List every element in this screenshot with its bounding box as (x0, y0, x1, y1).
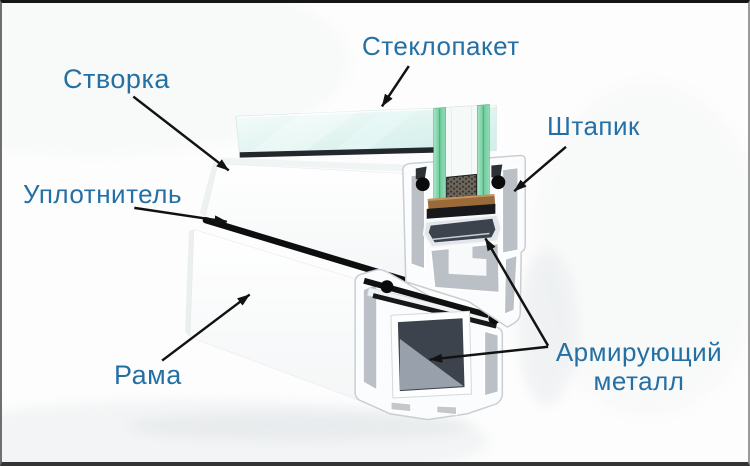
frame-steel-square (390, 310, 472, 399)
label-frame: Рама (114, 360, 182, 390)
arrow-glazing-bead (513, 145, 567, 193)
arrow-reinforcement-sash (484, 237, 550, 347)
label-reinforcing-metal-line2: металл (593, 366, 685, 397)
glazing-gasket-right (491, 175, 506, 190)
label-seal: Уплотнитель (23, 179, 182, 209)
frame-gasket-dot (380, 280, 394, 294)
label-glass-unit: Стеклопакет (362, 31, 520, 61)
arrow-seal (134, 206, 228, 225)
sash-cross-section (402, 104, 526, 328)
background-shading (2, 3, 748, 462)
arrow-reinforcement-frame (429, 345, 549, 363)
label-sash: Створка (63, 64, 170, 94)
arrow-glass-unit (380, 65, 410, 108)
label-reinforcing-metal: Армирующий металл (548, 337, 730, 397)
pointer-arrows (132, 65, 567, 363)
window-profile-illustration (2, 3, 748, 462)
spacer-bar (446, 173, 477, 200)
arrow-sash (132, 95, 230, 172)
glass-panes-edge (433, 104, 490, 204)
label-reinforcing-metal-line1: Армирующий (555, 337, 723, 367)
glass-unit-pane (235, 105, 497, 158)
glazing-gasket-left (415, 177, 430, 192)
label-glazing-bead: Штапик (547, 111, 640, 141)
arrow-frame (161, 293, 251, 362)
sash-steel-channel (422, 213, 503, 249)
sash-body (199, 157, 430, 283)
